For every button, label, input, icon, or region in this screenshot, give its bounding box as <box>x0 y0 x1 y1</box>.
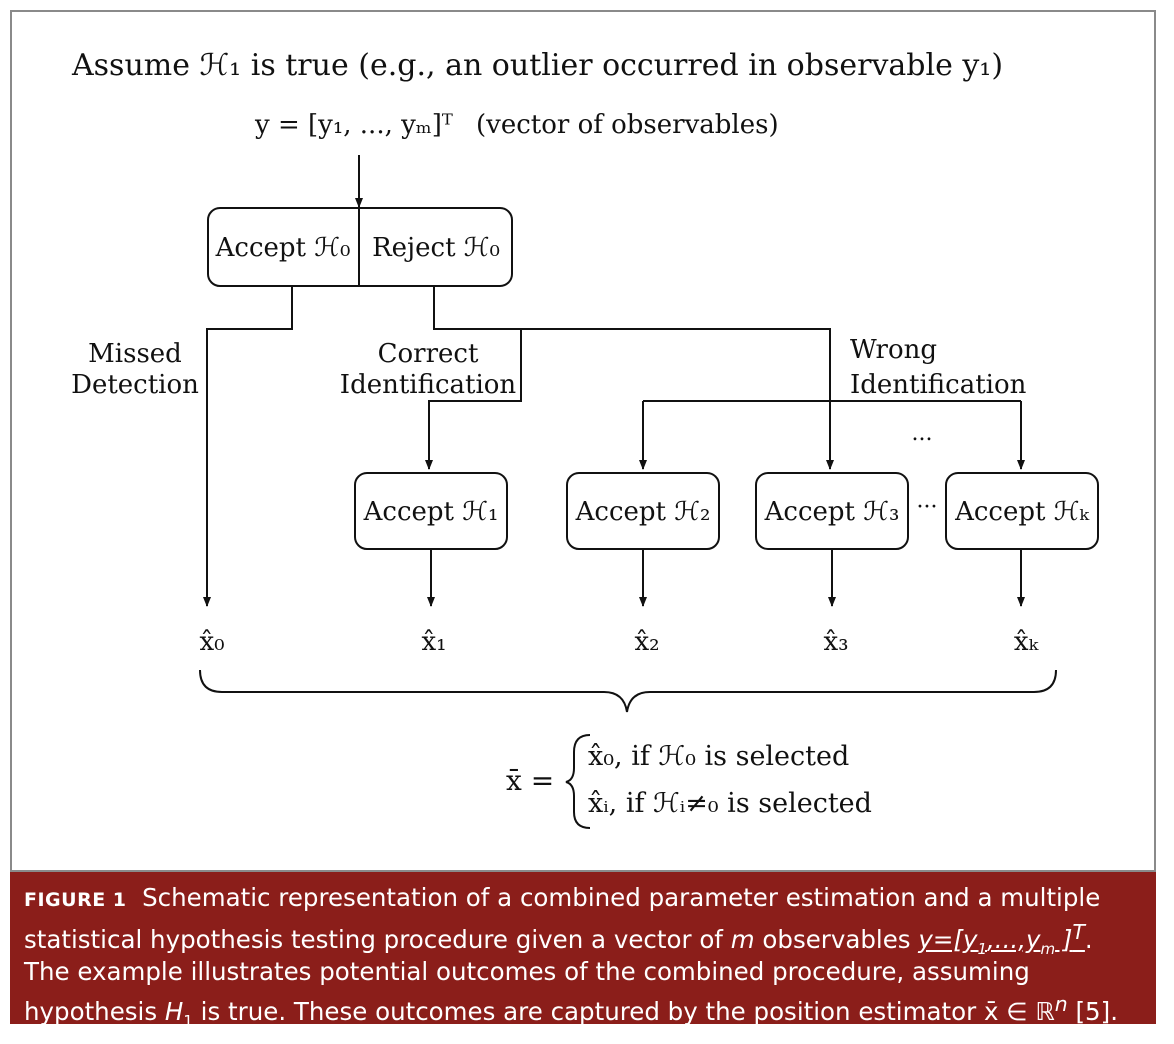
caption-vec-subm: m <box>1040 940 1056 959</box>
hypothesis-testing-diagram: Assume ℋ₁ is true (e.g., an outlier occu… <box>71 48 1099 829</box>
assumption-text: Assume ℋ₁ is true (e.g., an outlier occu… <box>71 48 1003 83</box>
figure-caption: FIGURE 1 Schematic representation of a c… <box>10 872 1156 1029</box>
caption-n: n <box>1054 992 1068 1017</box>
caption-vec-sub1: 1 <box>977 940 987 959</box>
accept-box-h2: Accept ℋ₂ <box>566 472 720 550</box>
caption-vec-end: ] <box>1055 925 1073 955</box>
caption-vec-a: y=[y <box>918 925 978 955</box>
estimator-x0: x̂₀ <box>199 627 224 657</box>
reject-h0-label: Reject ℋ₀ <box>372 233 500 263</box>
result-case-2: x̂ᵢ, if ℋᵢ≠₀ is selected <box>588 788 872 819</box>
box-separator-dots: ··· <box>917 495 938 520</box>
accept-hk-label: Accept ℋₖ <box>954 497 1090 527</box>
caption-text-4: is true. These outcomes are captured by … <box>192 997 984 1027</box>
caption-vector: y=[y1,...,ym ]T <box>918 920 1085 957</box>
missed-label-line2: Detection <box>71 370 199 400</box>
accept-box-h1: Accept ℋ₁ <box>354 472 508 550</box>
wrong-dots: ... <box>912 421 933 446</box>
correct-label-line2: Identification <box>340 370 517 400</box>
accept-h1-label: Accept ℋ₁ <box>363 497 499 527</box>
missed-label-line1: Missed <box>88 339 182 369</box>
caption-xbar: x̄ <box>983 997 999 1027</box>
reject-path <box>433 286 834 470</box>
accept-box-h3: Accept ℋ₃ <box>755 472 909 550</box>
collect-brace <box>199 669 1057 713</box>
wrong-label-line2: Identification <box>850 370 1027 400</box>
caption-text-2: observables <box>754 925 919 955</box>
figure-frame <box>10 10 1156 872</box>
estimator-x2: x̂₂ <box>634 627 659 657</box>
test-box: Accept ℋ₀ Reject ℋ₀ <box>207 207 513 287</box>
accept-h2-label: Accept ℋ₂ <box>575 497 711 527</box>
caption-text-3: . The example illustrates potential outc… <box>24 925 1093 1027</box>
missed-detection-path <box>203 286 293 607</box>
cases-brace <box>565 734 591 829</box>
accept-box-hk: Accept ℋₖ <box>945 472 1099 550</box>
caption-text-6: [5]. <box>1067 997 1118 1027</box>
observables-vector-note: (vector of observables) <box>476 110 779 140</box>
caption-label: FIGURE 1 <box>24 889 127 911</box>
correct-label-line1: Correct <box>378 339 479 369</box>
caption-H-sub: 1 <box>183 1012 193 1031</box>
caption-vec-mid: ,...,y <box>987 925 1041 955</box>
correct-identification-path <box>425 329 522 470</box>
accept-h3-label: Accept ℋ₃ <box>764 497 900 527</box>
caption-m: m <box>730 925 755 955</box>
estimator-x3: x̂₃ <box>823 627 848 657</box>
estimator-xk: x̂ₖ <box>1014 627 1040 657</box>
accept-h0-label: Accept ℋ₀ <box>215 233 351 263</box>
result-case-1: x̂₀, if ℋ₀ is selected <box>588 741 849 772</box>
result-lhs: x̄ = <box>506 764 554 797</box>
caption-H: H <box>164 997 184 1027</box>
caption-text-1: Schematic representation of a combined p… <box>24 883 1101 955</box>
caption-vec-T: T <box>1072 920 1085 944</box>
observables-vector: y = [y₁, ..., yₘ]ᵀ <box>254 110 453 140</box>
estimator-x1: x̂₁ <box>421 627 446 657</box>
wrong-label-line1: Wrong <box>850 335 937 365</box>
caption-text-5: ∈ ℝ <box>998 997 1055 1027</box>
